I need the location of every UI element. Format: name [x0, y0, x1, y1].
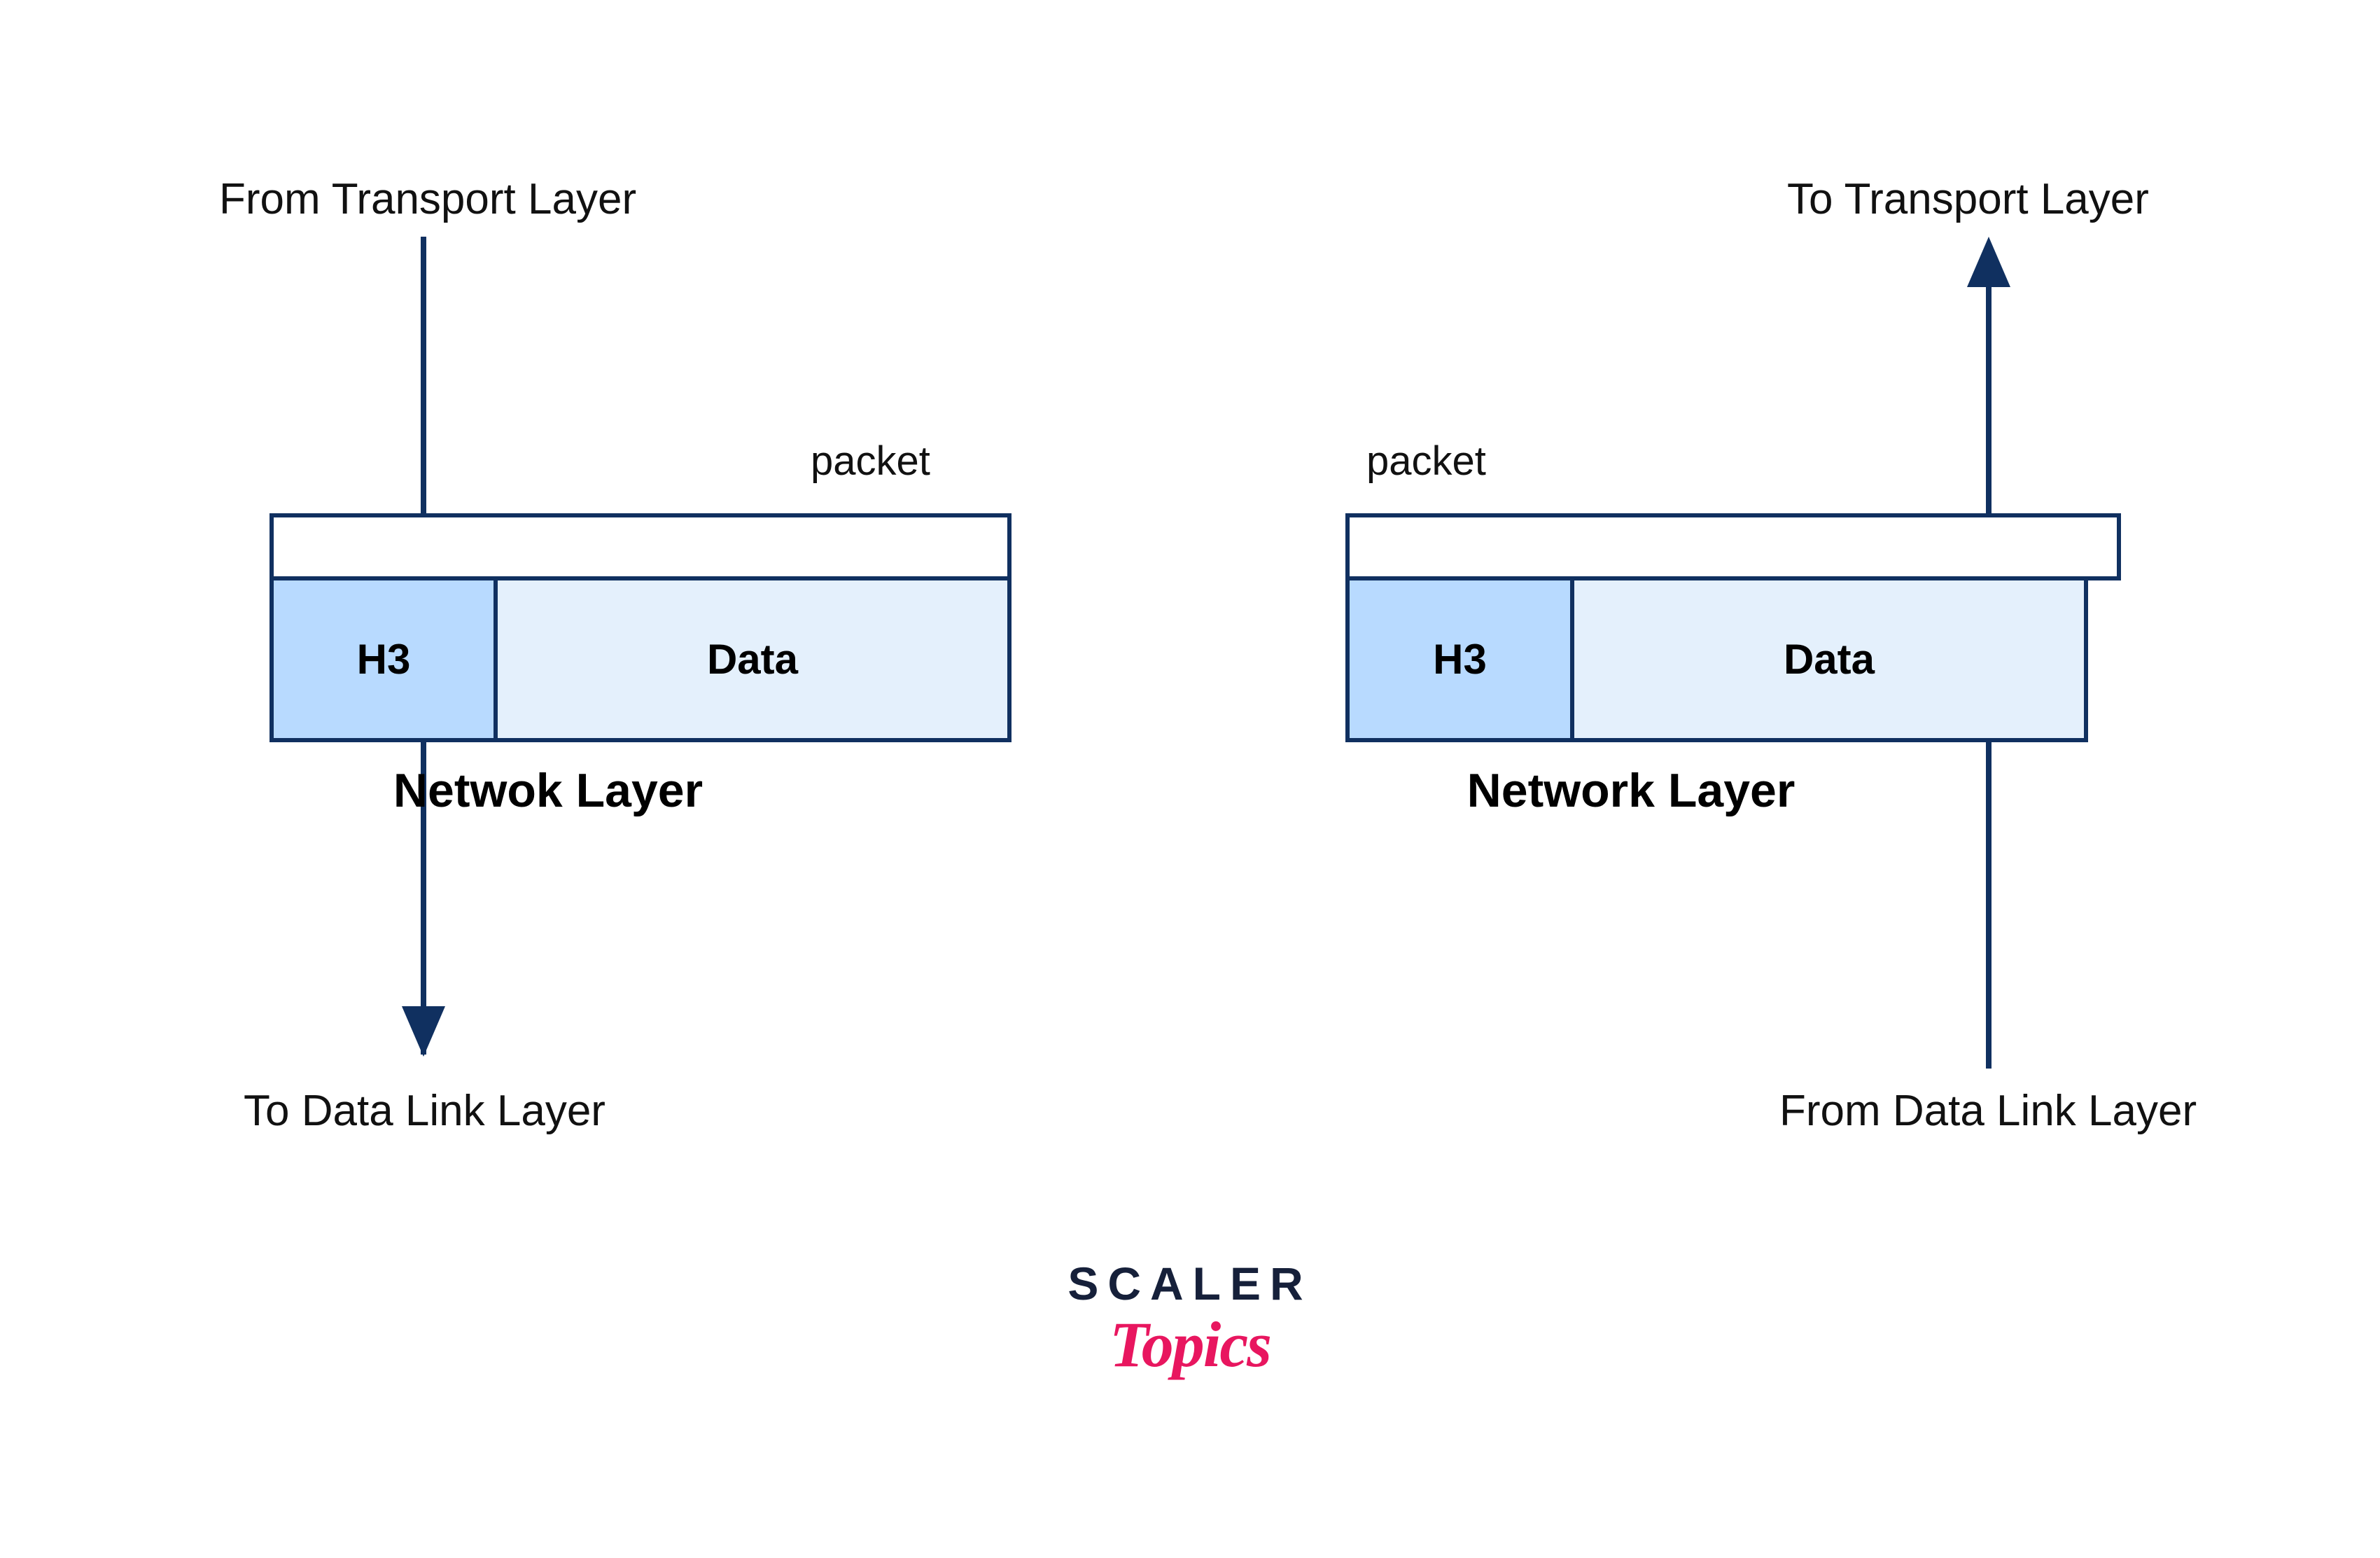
right-packet-label: packet [1366, 438, 1486, 484]
right-packet-header-cell: H3 [1350, 580, 1574, 738]
right-layer-label: Network Layer [1466, 764, 1795, 817]
logo-scaler-wordmark: SCALER [1068, 1258, 1312, 1309]
left-packet-header-cell: H3 [274, 580, 498, 738]
left-bottom-endpoint-label: To Data Link Layer [244, 1087, 606, 1135]
right-top-endpoint-label: To Transport Layer [1787, 175, 2149, 223]
left-top-endpoint-label: From Transport Layer [219, 175, 637, 223]
scaler-topics-logo: SCALER Topics [1068, 1260, 1312, 1377]
right-packet-data-cell: Data [1574, 580, 2084, 738]
left-packet-outer-box [270, 513, 1011, 580]
left-packet-data-cell: Data [498, 580, 1007, 738]
left-packet-label: packet [811, 438, 930, 484]
right-packet-outer-box [1345, 513, 2121, 580]
left-layer-label: Netwok Layer [393, 764, 704, 817]
left-flow-arrow-head-down-icon [402, 1006, 445, 1057]
left-packet-row: H3 Data [270, 580, 1011, 742]
right-bottom-endpoint-label: From Data Link Layer [1779, 1087, 2197, 1135]
right-packet-row: H3 Data [1345, 580, 2088, 742]
logo-topics-wordmark: Topics [1110, 1309, 1272, 1380]
right-flow-arrow-head-up-icon [1967, 237, 2010, 287]
